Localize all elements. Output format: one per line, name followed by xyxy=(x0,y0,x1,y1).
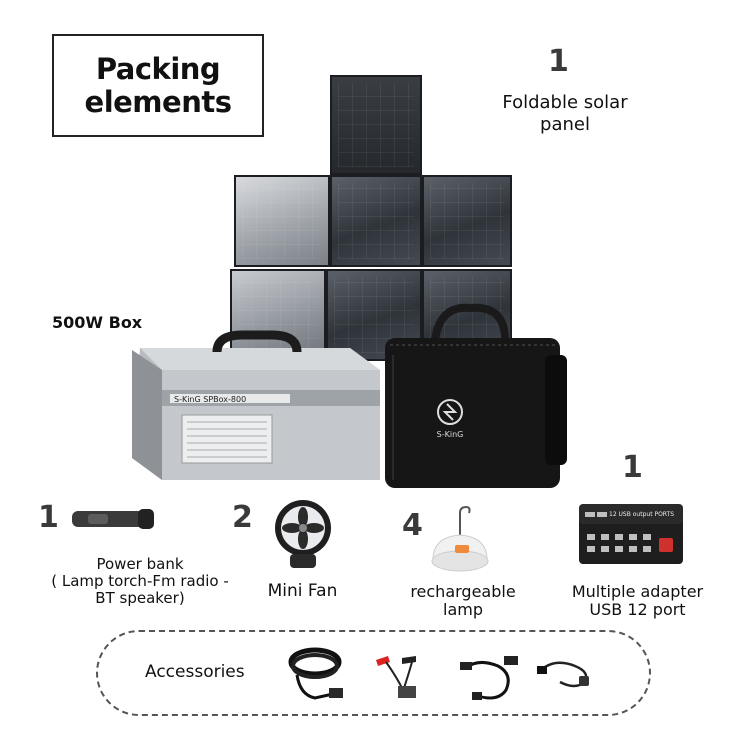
power-bank-quantity: 1 xyxy=(38,500,59,535)
page-title: Packing elements xyxy=(84,51,232,119)
carry-bag-image: S-KinG xyxy=(365,300,575,495)
battery-clamp-cable-image xyxy=(372,648,432,703)
accessories-label: Accessories xyxy=(145,662,245,682)
cable-coil-image xyxy=(285,640,350,705)
charger-cable-image xyxy=(535,650,595,700)
foldable-solar-panel-image xyxy=(226,75,516,365)
mini-fan-quantity: 2 xyxy=(232,500,253,535)
mini-fan-image xyxy=(268,498,338,570)
usb-cable-image xyxy=(458,650,523,705)
box-brand-text: S-KinG SPBox-800 xyxy=(174,395,246,404)
mini-fan-label: Mini Fan xyxy=(267,581,338,601)
title-box: Packing elements xyxy=(52,34,264,137)
bag-brand-text: S-KinG xyxy=(437,430,464,439)
lamp-quantity: 4 xyxy=(402,508,423,543)
accessories-group xyxy=(96,630,651,716)
adapter-quantity: 1 xyxy=(622,450,643,485)
box-label: 500W Box xyxy=(52,313,143,332)
adapter-device-text: 12 USB output PORTS xyxy=(609,511,674,518)
solar-panel-quantity: 1 xyxy=(548,44,569,79)
adapter-label: Multiple adapter USB 12 port xyxy=(571,582,704,619)
power-bank-label: Power bank ( Lamp torch-Fm radio - BT sp… xyxy=(51,555,229,607)
solar-panel-label: Foldable solar panel xyxy=(502,92,628,135)
power-box-image: S-KinG SPBox-800 xyxy=(122,330,392,485)
power-bank-image xyxy=(68,505,158,535)
rechargeable-lamp-image xyxy=(425,505,495,580)
lamp-label: rechargeable lamp xyxy=(410,582,516,619)
usb-adapter-image: 12 USB output PORTS xyxy=(577,500,687,570)
